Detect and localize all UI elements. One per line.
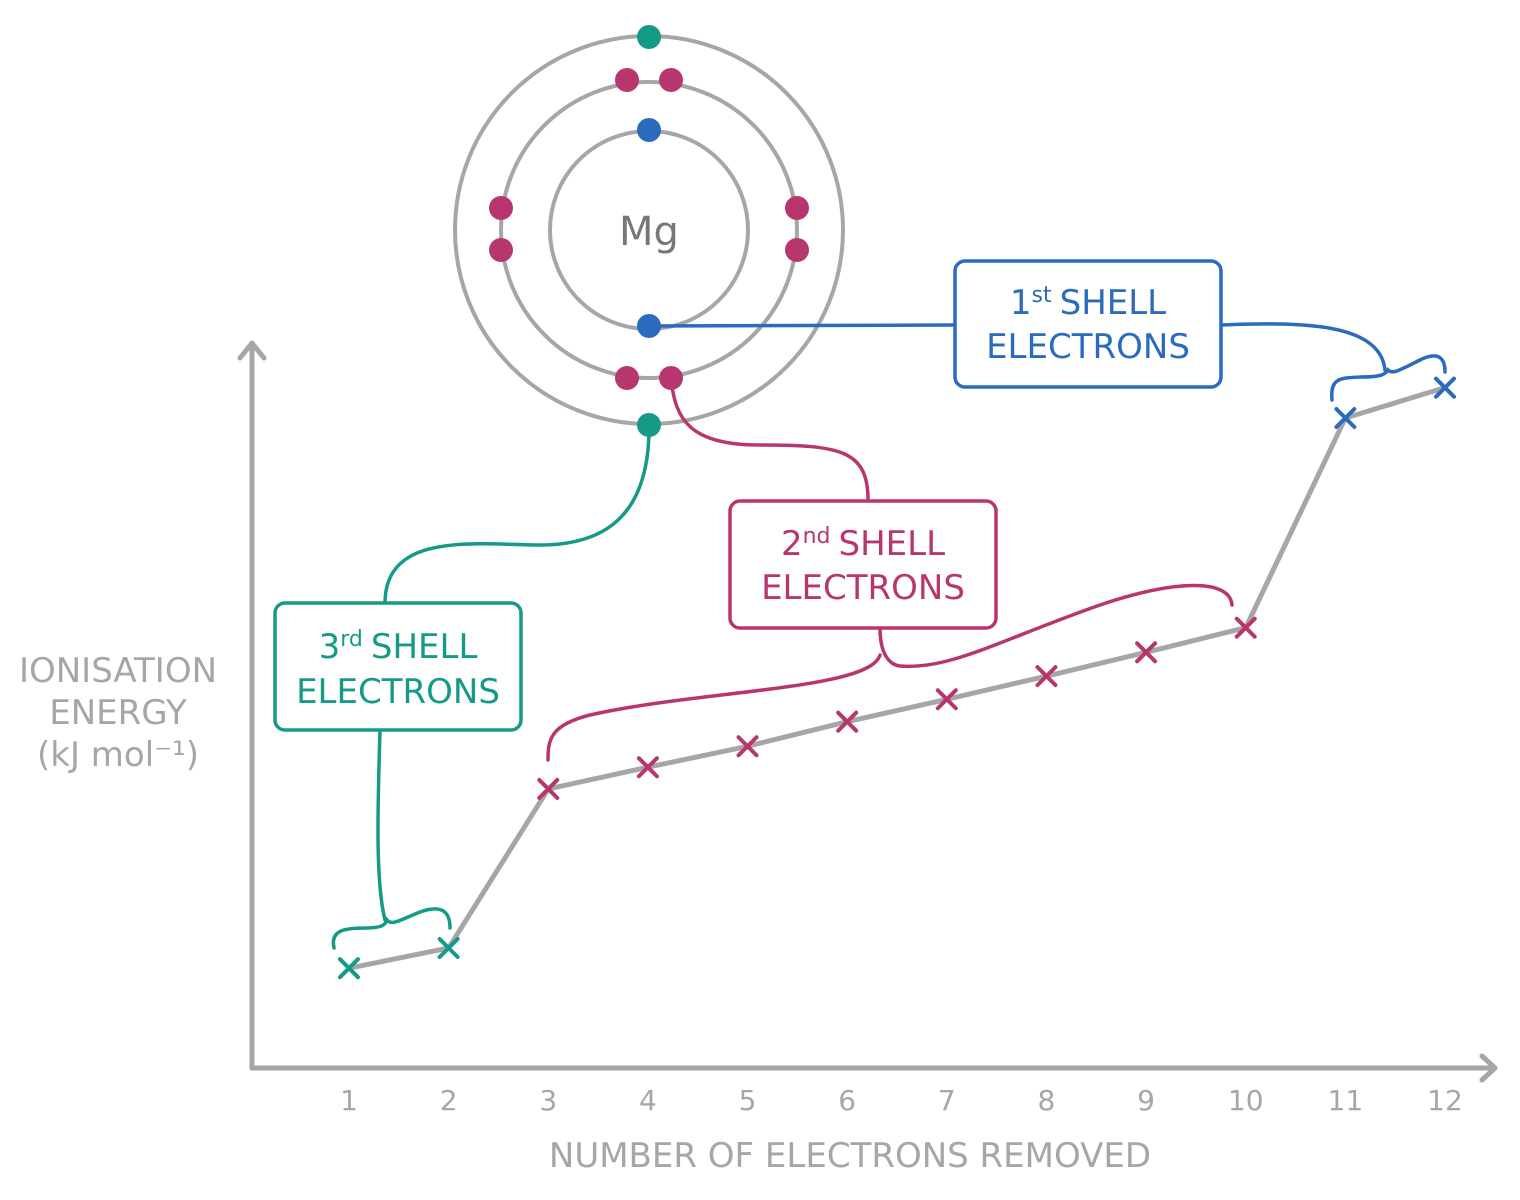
x-tick-label: 4 bbox=[639, 1084, 657, 1117]
y-axis bbox=[237, 340, 267, 1071]
second-shell-label-box: 2nd SHELL ELECTRONS bbox=[728, 499, 998, 630]
data-point-marker bbox=[1334, 407, 1357, 430]
data-point-marker bbox=[636, 756, 659, 779]
data-point-marker bbox=[836, 710, 859, 733]
first-shell-electron bbox=[637, 118, 661, 142]
x-tick-label: 8 bbox=[1038, 1084, 1056, 1117]
ordinal: 1 bbox=[1010, 283, 1032, 323]
x-tick-label: 10 bbox=[1228, 1084, 1264, 1117]
x-tick-label: 3 bbox=[539, 1084, 557, 1117]
first-shell-brace bbox=[1219, 322, 1447, 402]
x-tick-label: 12 bbox=[1427, 1084, 1463, 1117]
data-point-marker bbox=[1035, 665, 1058, 688]
label-line: SHELL bbox=[371, 627, 478, 667]
x-tick-label: 7 bbox=[938, 1084, 956, 1117]
y-axis-label-line: ENERGY bbox=[49, 693, 187, 733]
data-point-marker bbox=[935, 688, 958, 711]
second-shell-electron bbox=[489, 238, 513, 262]
x-axis bbox=[249, 1053, 1498, 1083]
second-shell-electron bbox=[659, 68, 683, 92]
second-shell-electron bbox=[489, 196, 513, 220]
ordinal: 2 bbox=[781, 524, 803, 564]
x-tick-label: 9 bbox=[1137, 1084, 1155, 1117]
label-line: ELECTRONS bbox=[296, 672, 500, 712]
second-shell-electron bbox=[615, 366, 639, 390]
label-line: ELECTRONS bbox=[986, 327, 1190, 367]
ordinal: 3 bbox=[319, 627, 341, 667]
ordinal-suffix: st bbox=[1032, 283, 1052, 308]
label-line: ELECTRONS bbox=[761, 568, 965, 608]
data-point-marker bbox=[736, 735, 759, 758]
data-point-marker bbox=[437, 936, 460, 959]
first-shell-connector bbox=[647, 323, 957, 328]
second-shell-electron bbox=[615, 68, 639, 92]
label-line: SHELL bbox=[1060, 283, 1167, 323]
x-tick-label: 6 bbox=[838, 1084, 856, 1117]
x-tick-label: 2 bbox=[440, 1084, 458, 1117]
data-point-marker bbox=[338, 957, 360, 980]
second-shell-electron bbox=[785, 238, 809, 262]
ordinal-suffix: nd bbox=[803, 524, 831, 549]
y-axis-label-line: IONISATION bbox=[19, 651, 217, 691]
third-shell-brace bbox=[331, 728, 452, 950]
ordinal-suffix: rd bbox=[340, 627, 363, 652]
second-shell-electron bbox=[785, 196, 809, 220]
electrons bbox=[489, 25, 809, 437]
third-shell-label-box: 3rd SHELL ELECTRONS bbox=[273, 601, 523, 732]
second-shell-brace bbox=[546, 583, 1234, 762]
x-tick-label: 1 bbox=[340, 1084, 358, 1117]
y-axis-label: IONISATION ENERGY (kJ mol⁻¹) bbox=[19, 651, 217, 775]
series-line bbox=[348, 385, 1446, 971]
data-point-marker bbox=[537, 777, 560, 800]
data-series bbox=[338, 376, 1456, 980]
data-point-marker bbox=[1234, 616, 1257, 639]
third-shell-electron bbox=[637, 25, 661, 49]
x-tick-label: 11 bbox=[1328, 1084, 1364, 1117]
data-point-marker bbox=[1434, 376, 1456, 399]
first-shell-label-box: 1st SHELL ELECTRONS bbox=[953, 259, 1223, 389]
x-tick-label: 5 bbox=[739, 1084, 757, 1117]
y-axis-label-line: (kJ mol⁻¹) bbox=[37, 735, 199, 775]
second-shell-orbit bbox=[499, 80, 799, 380]
x-axis-label: NUMBER OF ELECTRONS REMOVED bbox=[549, 1136, 1151, 1176]
data-point-marker bbox=[1135, 641, 1158, 664]
third-shell-connector bbox=[383, 423, 651, 605]
element-symbol: Mg bbox=[619, 209, 679, 255]
label-line: SHELL bbox=[839, 524, 946, 564]
second-shell-connector bbox=[669, 376, 870, 502]
